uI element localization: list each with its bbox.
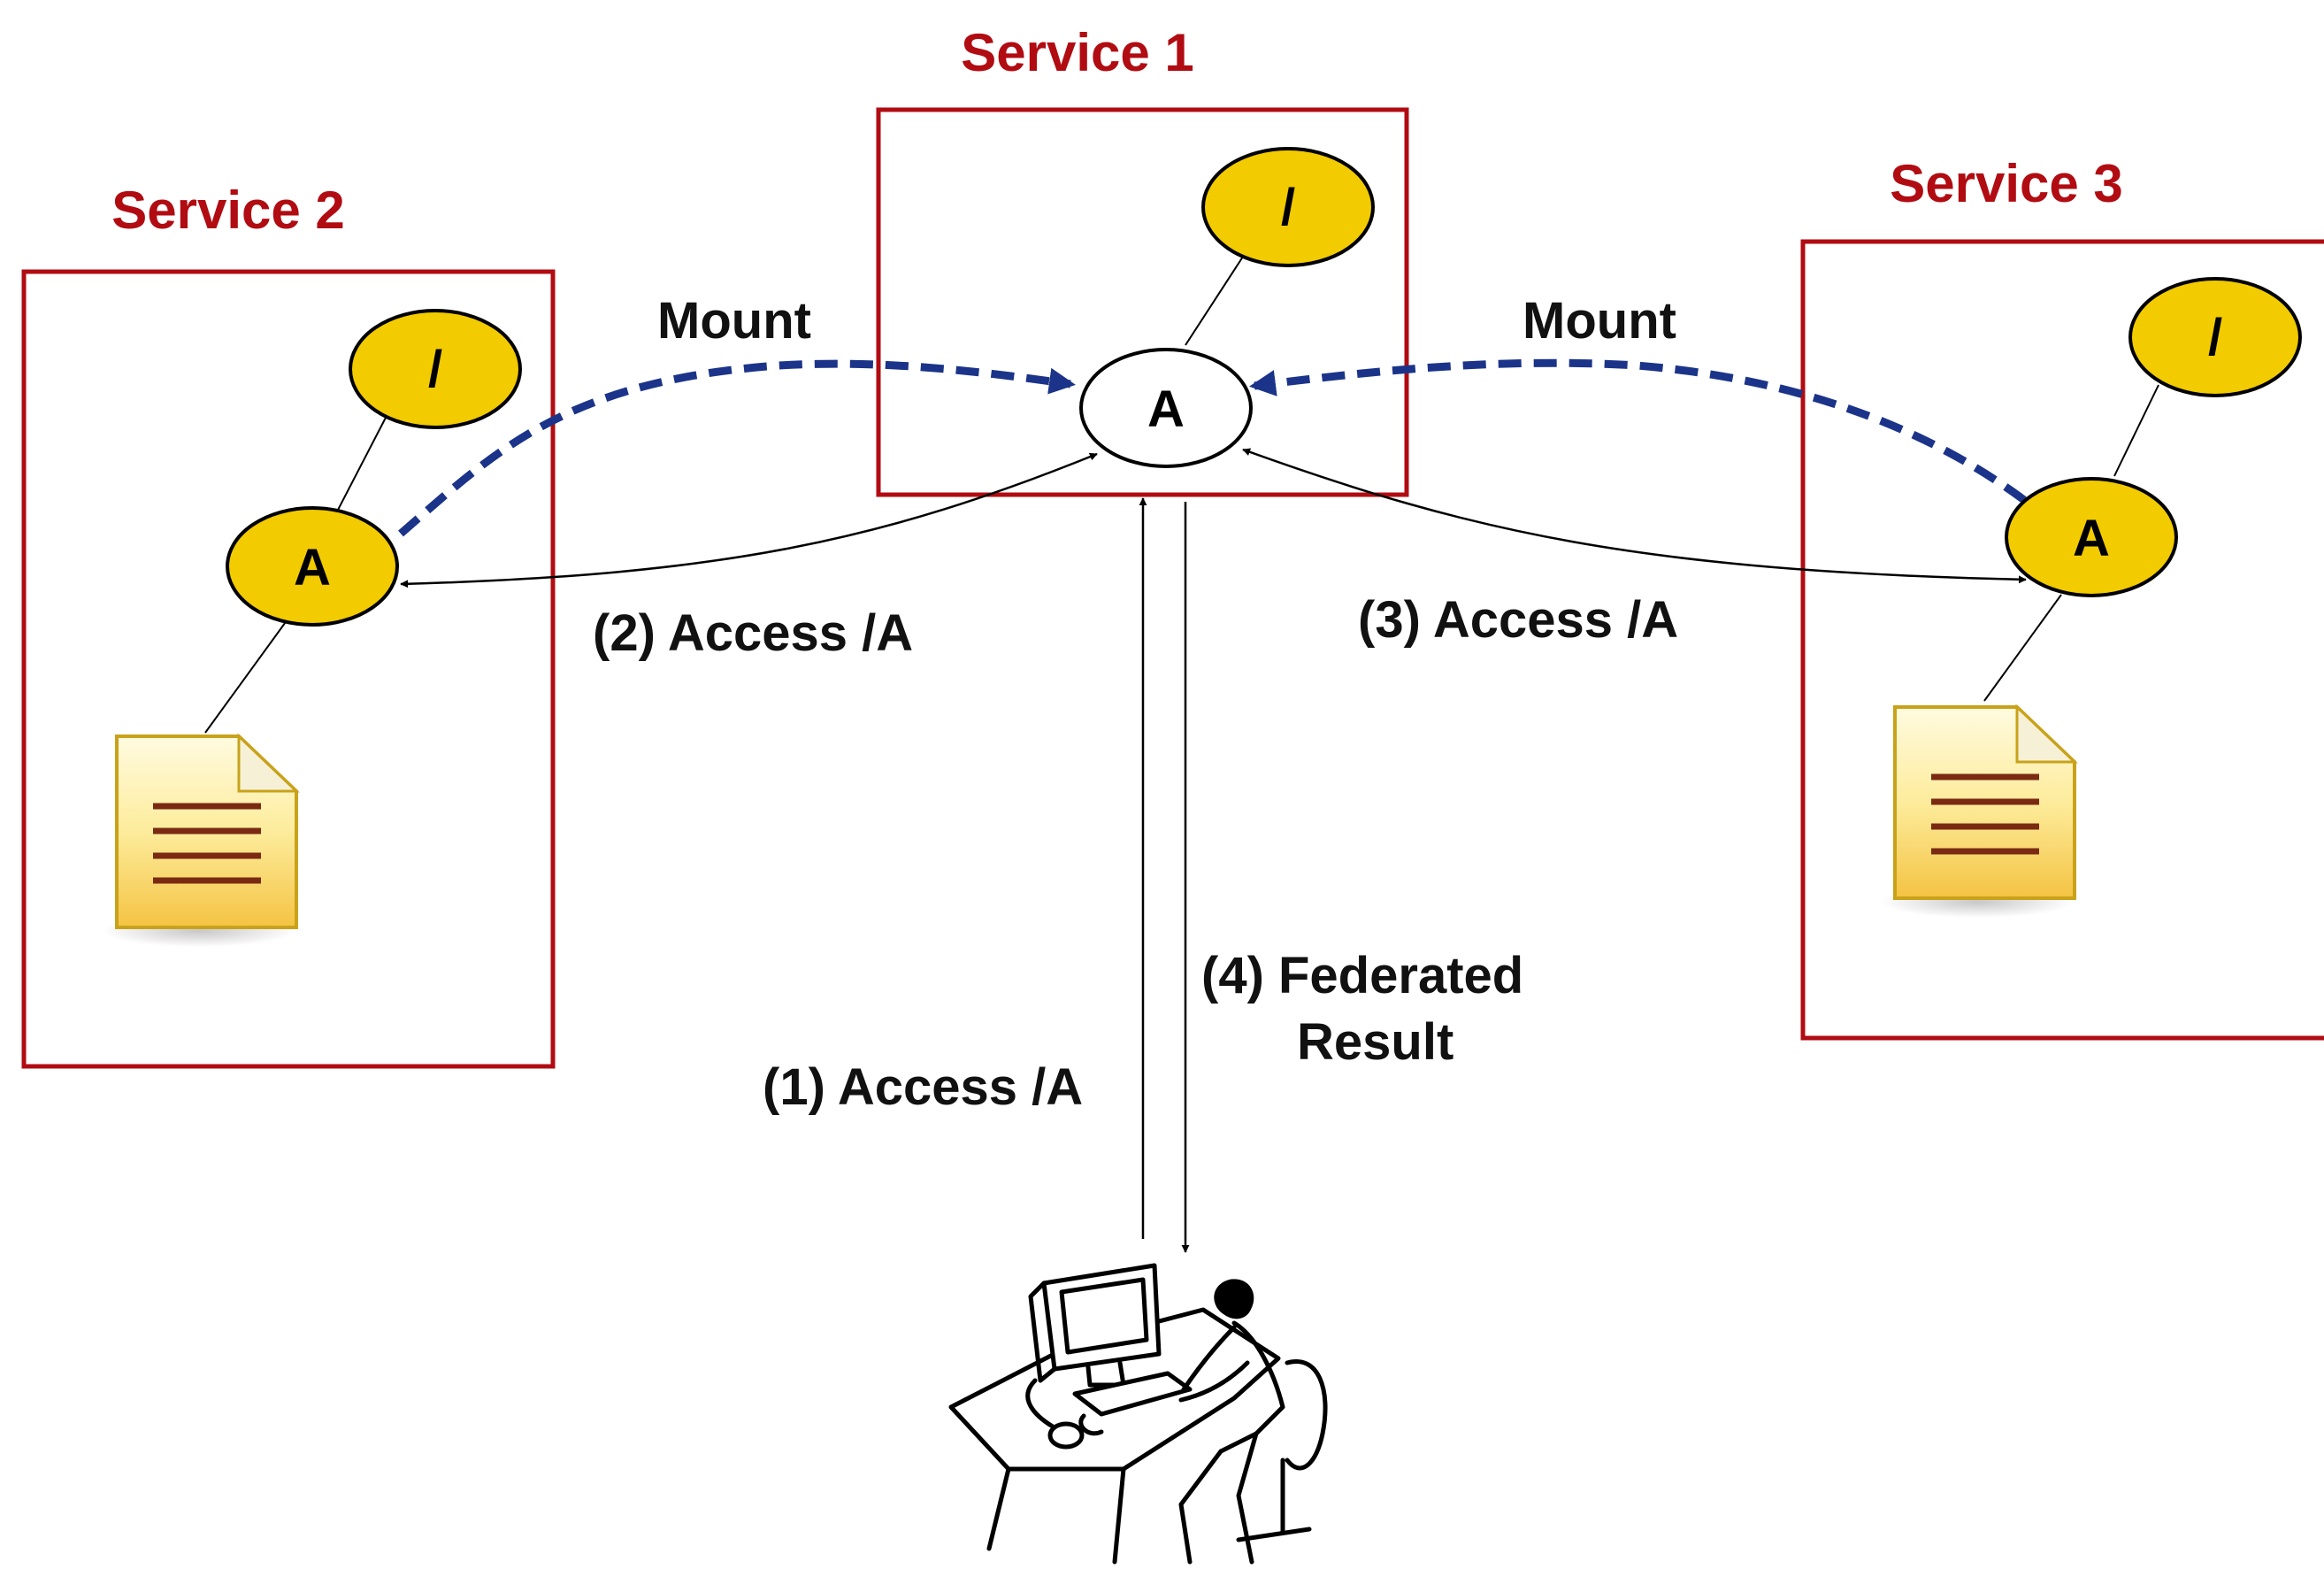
access-arrow-3 <box>1242 448 2027 584</box>
service-1-a-label: A <box>1147 381 1185 438</box>
service-3-tree-edge-root <box>2113 384 2159 477</box>
federated-result-label-line1: (4) Federated <box>1201 947 1523 1004</box>
service-3-title: Service 3 <box>1890 154 2123 213</box>
service-3-tree-edge-file <box>1983 594 2062 702</box>
service-1-root-node: / <box>1201 147 1375 267</box>
mount-label-right: Mount <box>1522 292 1676 350</box>
access-label-1: (1) Access /A <box>763 1058 1083 1116</box>
access-label-3: (3) Access /A <box>1358 591 1678 649</box>
service-3-a-node: A <box>2005 477 2178 597</box>
service-2-a-label: A <box>294 539 331 596</box>
service-3-a-label: A <box>2073 510 2110 567</box>
service-3-root-node: / <box>2128 277 2302 397</box>
service-2-tree-edge-root <box>335 415 387 514</box>
service-1-title: Service 1 <box>961 23 1194 82</box>
access-arrow-2 <box>400 452 1098 588</box>
user-at-computer-icon <box>948 1263 1328 1565</box>
service-2-tree-edge-file <box>204 619 288 734</box>
mount-arrow-right <box>1249 358 2027 504</box>
service-3-box <box>1800 239 2324 1041</box>
service-2-title: Service 2 <box>111 181 345 240</box>
document-icon <box>1880 704 2078 918</box>
service-2-root-node: / <box>349 309 522 429</box>
mount-arrow-left <box>398 359 1076 537</box>
service-1-a-node: A <box>1079 348 1253 468</box>
service-3-root-label: / <box>2208 309 2222 366</box>
service-2-root-label: / <box>428 341 442 398</box>
access-label-2: (2) Access /A <box>593 604 913 662</box>
service-2-box <box>21 269 556 1069</box>
service-1-root-label: / <box>1281 179 1295 236</box>
service-1-tree-edge-root <box>1185 256 1244 346</box>
service-2-a-node: A <box>226 506 399 627</box>
document-icon <box>102 733 300 947</box>
mount-label-left: Mount <box>657 292 811 350</box>
federated-result-label-line2: Result <box>1297 1013 1453 1071</box>
service-1-box <box>876 107 1409 497</box>
